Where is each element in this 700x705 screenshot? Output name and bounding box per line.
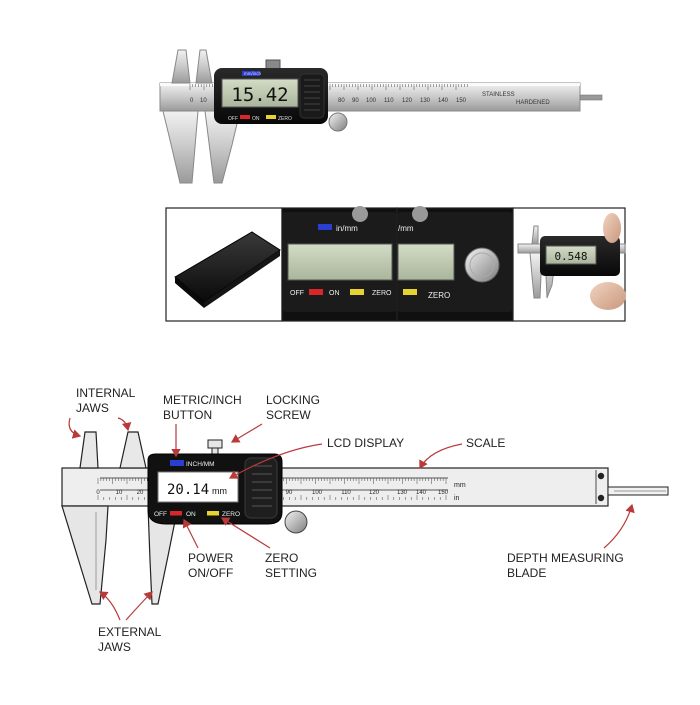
hand-icon	[590, 282, 626, 310]
label-zero-setting: ZERO	[265, 551, 298, 565]
label-metric-inch-2: BUTTON	[163, 408, 212, 422]
fixed-external-jaw	[61, 505, 109, 605]
thumb-wheel[interactable]	[284, 510, 308, 534]
thumb-in-mm: in/mm	[336, 224, 358, 233]
top-lcd-value: 15.42	[231, 84, 288, 106]
diag-mm-num: 110	[341, 490, 351, 496]
diag-mm-num: 10	[116, 490, 123, 496]
diag-mm-num: 130	[397, 490, 408, 496]
fixed-internal-jaw	[79, 431, 99, 469]
top-off: OFF	[228, 116, 238, 122]
thumb-lcd-value: 0.548	[554, 250, 587, 263]
top-scale-num: 100	[366, 98, 377, 104]
label-locking-screw-2: SCREW	[266, 408, 311, 422]
top-scale-num: 10	[200, 98, 207, 104]
label-depth-blade-2: BLADE	[507, 566, 546, 580]
top-scale-num: 110	[384, 98, 394, 104]
label-locking-screw: LOCKING	[266, 393, 320, 407]
unit-in-label: in	[454, 495, 460, 502]
thumb-mm-partial: /mm	[398, 224, 414, 233]
top-scale-num: 130	[420, 98, 431, 104]
top-zero: ZERO	[278, 116, 292, 122]
off-label: OFF	[154, 511, 167, 518]
labeled-diagram: 0 10 20 90 100 110 120 130 140 150 mm in…	[61, 386, 669, 654]
diag-mm-num: 120	[369, 490, 380, 496]
thumb-zero-2: ZERO	[428, 291, 450, 300]
top-hardened-label: HARDENED	[516, 100, 550, 106]
diag-mm-num: 140	[416, 490, 427, 496]
thumb-on: ON	[329, 290, 340, 297]
top-scale-num: 0	[190, 98, 194, 104]
label-power: POWER	[188, 551, 234, 565]
top-lcd	[221, 78, 299, 108]
zero-button[interactable]	[207, 511, 219, 516]
top-photo: 0 10 80 90 100 110 120 130 140 150 STAIN…	[159, 49, 603, 184]
thumbnail-strip: in/mm OFF ON ZERO /mm ZERO 0.548	[165, 206, 626, 322]
diag-mm-num: 0	[96, 490, 100, 496]
top-on: ON	[252, 116, 260, 122]
top-external-jaw-fixed	[162, 110, 199, 184]
thumb-off: OFF	[290, 290, 304, 297]
label-internal-jaws: INTERNAL	[76, 386, 136, 400]
label-depth-blade: DEPTH MEASURING	[507, 551, 624, 565]
lcd-unit: mm	[212, 486, 227, 496]
diag-mm-num: 20	[137, 490, 144, 496]
label-zero-setting-2: SETTING	[265, 566, 317, 580]
label-internal-jaws-2: JAWS	[76, 401, 109, 415]
inch-mm-label: INCH/MM	[186, 461, 215, 468]
label-power-2: ON/OFF	[188, 566, 233, 580]
thumb-zero: ZERO	[372, 290, 392, 297]
metric-inch-button[interactable]	[170, 460, 184, 466]
label-metric-inch: METRIC/INCH	[163, 393, 242, 407]
label-external-jaws-2: JAWS	[98, 640, 131, 654]
slide-internal-jaw	[119, 431, 147, 469]
top-thumb-wheel	[328, 112, 348, 132]
unit-mm-label: mm	[454, 482, 466, 489]
locking-screw	[207, 439, 223, 449]
zero-label: ZERO	[222, 511, 240, 518]
lcd-display	[157, 471, 239, 503]
lcd-value: 20.14	[167, 482, 209, 498]
diagram-beam	[61, 467, 609, 507]
label-scale: SCALE	[466, 436, 505, 450]
top-scale-num: 120	[402, 98, 413, 104]
label-external-jaws: EXTERNAL	[98, 625, 162, 639]
callout-arrows	[68, 417, 635, 621]
top-scale-num: 80	[338, 98, 345, 104]
top-internal-jaw-slide	[195, 49, 213, 84]
diag-mm-num: 100	[312, 490, 323, 496]
top-scale-num: 150	[456, 98, 467, 104]
top-stainless-label: STAINLESS	[482, 92, 515, 98]
top-scale-num: 140	[438, 98, 449, 104]
top-scale-num: 90	[352, 98, 359, 104]
diag-mm-num: 150	[438, 490, 449, 496]
power-button[interactable]	[170, 511, 182, 516]
diag-mm-num: 90	[286, 490, 293, 496]
top-internal-jaw-fixed	[171, 49, 191, 84]
on-label: ON	[186, 511, 196, 518]
label-lcd-display: LCD DISPLAY	[327, 436, 404, 450]
top-unit-label: mm/inch	[244, 71, 261, 76]
